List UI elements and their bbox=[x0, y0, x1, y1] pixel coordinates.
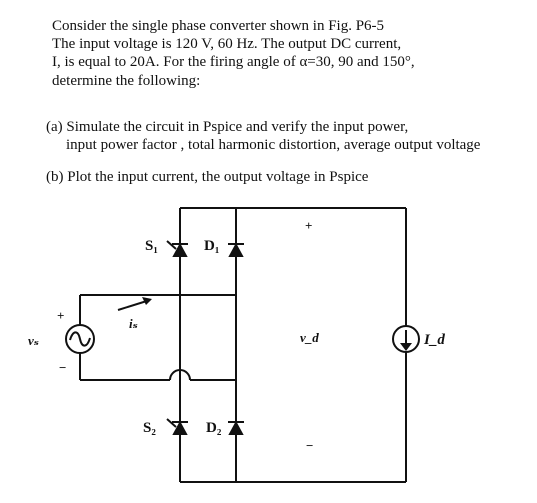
thyristor-s1-icon bbox=[166, 240, 188, 257]
part-a-line-1: (a) Simulate the circuit in Pspice and v… bbox=[46, 119, 409, 135]
label-s1: S₁ bbox=[145, 238, 158, 254]
label-vs: vₛ bbox=[28, 333, 39, 348]
output-minus-sign: − bbox=[306, 438, 313, 453]
diode-d1-icon bbox=[228, 242, 244, 257]
thyristor-s2-icon bbox=[166, 418, 188, 435]
label-s2: S₂ bbox=[143, 420, 156, 436]
dc-current-source-icon bbox=[392, 325, 420, 353]
problem-line-3: I, is equal to 20A. For the firing angle… bbox=[52, 54, 415, 70]
problem-line-4: determine the following: bbox=[52, 73, 201, 89]
label-vd: v_d bbox=[300, 330, 319, 345]
current-arrowhead-icon bbox=[142, 297, 152, 305]
problem-line-2: The input voltage is 120 V, 60 Hz. The o… bbox=[52, 36, 402, 52]
output-plus-sign: + bbox=[305, 218, 312, 233]
label-is: iₛ bbox=[129, 316, 138, 331]
label-d1: D₁ bbox=[204, 238, 219, 254]
label-d2: D₂ bbox=[206, 420, 222, 436]
ac-source-icon bbox=[65, 324, 95, 354]
part-a-line-2: input power factor , total harmonic dist… bbox=[66, 137, 481, 153]
source-minus-sign: − bbox=[59, 360, 66, 375]
problem-line-1: Consider the single phase converter show… bbox=[52, 18, 385, 34]
source-plus-sign: + bbox=[57, 308, 64, 323]
converter-circuit-diagram: S₁ D₁ S₂ D₂ vₛ + − iₛ v_d + − I_d bbox=[28, 207, 445, 483]
wire-crossover-hop bbox=[169, 369, 191, 381]
diode-d2-icon bbox=[228, 420, 244, 435]
part-b-line: (b) Plot the input current, the output v… bbox=[46, 169, 369, 185]
label-id: I_d bbox=[423, 332, 445, 348]
